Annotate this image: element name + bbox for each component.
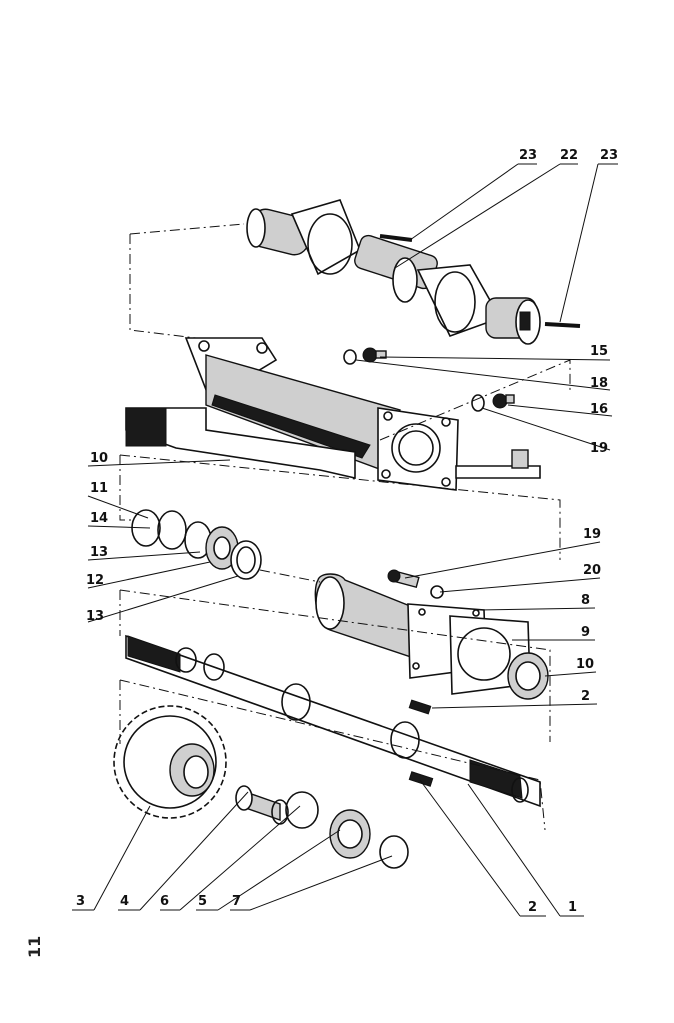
callout-21: 20 — [583, 563, 601, 578]
cardan-shaft — [246, 199, 541, 345]
callout-14: 13 — [86, 609, 104, 624]
gear-3 — [113, 705, 227, 819]
callout-9: 9 — [581, 625, 590, 640]
callout-6: 6 — [160, 894, 169, 909]
callout-2-upper: 2 — [581, 689, 590, 704]
callout-16: 14 — [90, 511, 108, 526]
callout-3: 3 — [76, 894, 85, 909]
bolt-20-washer-21 — [387, 569, 444, 599]
callout-19-lower: 19 — [590, 441, 608, 456]
callout-23-left: 23 — [519, 148, 537, 163]
callout-4: 4 — [120, 894, 129, 909]
leader-lines — [72, 163, 618, 917]
main-shaft-1 — [125, 634, 541, 808]
callout-8: 8 — [581, 593, 590, 608]
bearing-set-12-16 — [131, 509, 262, 580]
callout-18: 16 — [590, 402, 608, 417]
callout-23-right: 23 — [600, 148, 618, 163]
callout-11: 10 — [90, 451, 108, 466]
callout-22: 22 — [560, 148, 578, 163]
callout-17: 15 — [590, 344, 608, 359]
callout-labels: 23 22 23 15 18 16 19 10 11 14 13 12 13 1… — [76, 148, 618, 915]
callout-10: 10 — [576, 657, 594, 672]
housing-11 — [125, 337, 541, 491]
bushing-bearing-4-7 — [235, 785, 409, 869]
pin-23-left — [379, 234, 413, 242]
callout-1: 1 — [568, 900, 577, 915]
pin-23-right — [544, 322, 581, 328]
callout-19-upper: 18 — [590, 376, 608, 391]
fasteners-17-19 — [343, 347, 515, 412]
callout-7: 7 — [232, 894, 241, 909]
callout-15: 13 — [90, 545, 108, 560]
assembly-lines — [119, 223, 571, 831]
page-mark: 11 — [25, 936, 44, 958]
callout-2-lower: 2 — [528, 900, 537, 915]
sleeve-8 — [314, 573, 549, 700]
callout-12: 11 — [90, 481, 108, 496]
callout-13: 12 — [86, 573, 104, 588]
callout-5: 5 — [198, 894, 207, 909]
callout-20: 19 — [583, 527, 601, 542]
